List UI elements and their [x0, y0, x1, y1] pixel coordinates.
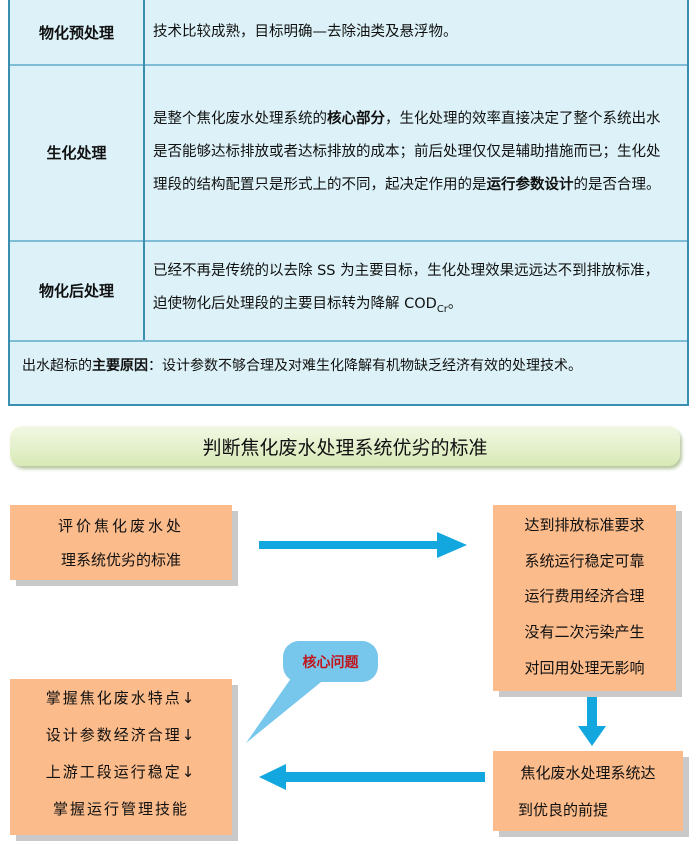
box-line: 评价焦化废水处	[57, 517, 184, 535]
footer-segment: ：设计参数不够合理及对难生化降解有机物缺乏经济有效的处理技术。	[148, 358, 582, 374]
row-text-segment: 是整个焦化废水处理系统的	[153, 110, 327, 127]
arrow-right-icon	[259, 532, 467, 558]
row-content: 是整个焦化废水处理系统的核心部分，生化处理的效率直接决定了整个系统出水是否能够达…	[153, 64, 673, 240]
row-text-emphasis: 运行参数设计	[486, 176, 574, 193]
arrow-down-icon	[578, 697, 606, 746]
box-standards: 达到排放标准要求 系统运行稳定可靠 运行费用经济合理 没有二次污染产生 对回用处…	[493, 505, 676, 691]
box-key-points: 掌握焦化废水特点↓ 设计参数经济合理↓ 上游工段运行稳定↓ 掌握运行管理技能	[10, 679, 232, 835]
box-line: 掌握焦化废水特点↓	[45, 689, 197, 707]
row-text-segment: 。	[447, 295, 463, 312]
box-evaluation-criteria: 评价焦化废水处 理系统优劣的标准	[10, 505, 232, 580]
box-line: 系统运行稳定可靠	[524, 552, 645, 570]
core-issue-callout: 核心问题	[283, 641, 378, 682]
banner-emphasis: 优劣	[392, 436, 431, 459]
row-text-subscript: Cr	[436, 303, 448, 315]
box-line: 上游工段运行稳定↓	[45, 763, 197, 781]
row-label: 物化后处理	[10, 240, 145, 340]
section-banner: 判断焦化废水处理系统优劣的标准	[10, 426, 680, 466]
box-line: 对回用处理无影响	[524, 659, 645, 677]
table-footer: 出水超标的主要原因：设计参数不够合理及对难生化降解有机物缺乏经济有效的处理技术。	[22, 356, 682, 376]
box-line: 焦化废水处理系统达	[520, 764, 656, 782]
row-text-emphasis: 核心部分	[327, 110, 385, 127]
row-label: 物化预处理	[10, 0, 145, 64]
table-row: 生化处理 是整个焦化废水处理系统的核心部分，生化处理的效率直接决定了整个系统出水…	[10, 64, 687, 242]
table-row: 物化后处理 已经不再是传统的以去除 SS 为主要目标，生化处理效果远远达不到排放…	[10, 240, 687, 342]
box-line: 没有二次污染产生	[524, 623, 645, 641]
row-text-segment: ，生化处理的效率直接决定了整个系统出水是否能够达标排放或者达标排放的成本；前后处…	[153, 110, 661, 193]
banner-segment: 的标准	[430, 436, 488, 459]
row-text-segment: 已经不再是传统的以去除 SS 为主要目标，生化处理效果远远达不到排放标准，迫使物…	[153, 262, 660, 312]
row-text: 是整个焦化废水处理系统的核心部分，生化处理的效率直接决定了整个系统出水是否能够达…	[153, 103, 673, 202]
box-line: 达到排放标准要求	[524, 516, 645, 534]
footer-segment: 出水超标的	[22, 358, 92, 374]
box-line: 运行费用经济合理	[524, 587, 645, 605]
row-text: 技术比较成熟，目标明确—去除油类及悬浮物。	[153, 23, 458, 40]
box-line: 设计参数经济合理↓	[45, 726, 197, 744]
row-text: 已经不再是传统的以去除 SS 为主要目标，生化处理效果远远达不到排放标准，迫使物…	[153, 255, 673, 326]
row-label: 生化处理	[10, 64, 145, 240]
arrow-left-icon	[259, 764, 485, 790]
process-table: 物化预处理 技术比较成熟，目标明确—去除油类及悬浮物。 生化处理 是整个焦化废水…	[8, 0, 689, 406]
box-line: 理系统优劣的标准	[60, 551, 181, 569]
box-line: 掌握运行管理技能	[52, 800, 189, 818]
row-content: 已经不再是传统的以去除 SS 为主要目标，生化处理效果远远达不到排放标准，迫使物…	[153, 240, 673, 340]
box-premise: 焦化废水处理系统达 到优良的前提	[493, 751, 683, 831]
box-line: 到优良的前提	[518, 801, 609, 819]
footer-emphasis: 主要原因	[92, 358, 148, 374]
callout-pointer	[246, 664, 326, 743]
row-content: 技术比较成熟，目标明确—去除油类及悬浮物。	[153, 0, 673, 64]
banner-segment: 判断焦化废水处理系统	[202, 436, 393, 459]
row-text-segment: 的是否合理。	[573, 176, 661, 193]
table-row: 物化预处理 技术比较成熟，目标明确—去除油类及悬浮物。	[10, 0, 687, 66]
